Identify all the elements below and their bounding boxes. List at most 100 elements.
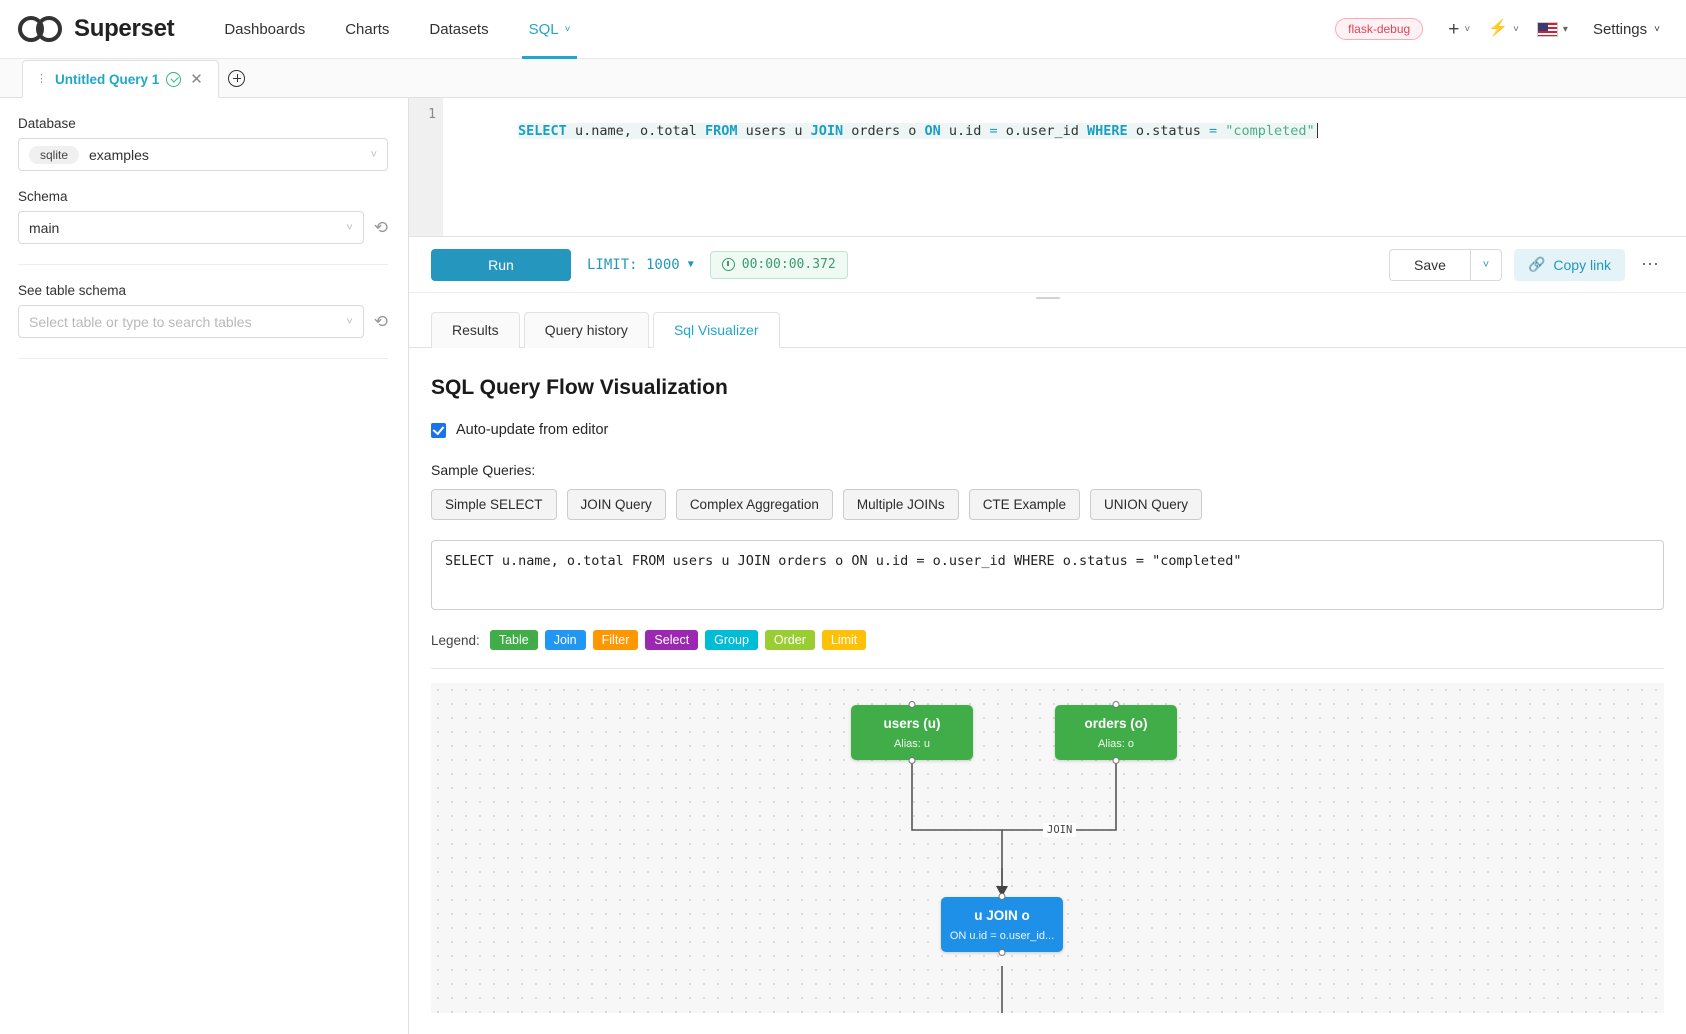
database-label: Database — [18, 116, 76, 131]
edge-label-join: JOIN — [1043, 823, 1077, 837]
flow-node-orders-subtitle: Alias: o — [1097, 737, 1135, 750]
database-engine-pill: sqlite — [29, 145, 80, 164]
node-handle-bottom[interactable] — [908, 756, 916, 764]
chevron-down-icon: ˅ — [1513, 23, 1519, 35]
legend-chip-group: Group — [705, 630, 758, 650]
node-handle-top[interactable] — [1112, 701, 1120, 708]
chevron-down-icon: ˅ — [346, 315, 353, 328]
nav-item-sql[interactable]: SQL ˅ — [509, 0, 591, 59]
legend-chip-join: Join — [544, 630, 586, 650]
nav-item-datasets[interactable]: Datasets — [409, 0, 508, 59]
nav-item-dashboards-label: Dashboards — [224, 20, 306, 38]
schema-select[interactable]: main ˅ — [18, 211, 364, 244]
schema-value: main — [29, 219, 60, 236]
drag-dots-icon[interactable]: ⋮ — [36, 73, 48, 85]
save-dropdown-button[interactable]: ˅ — [1469, 248, 1502, 281]
bolt-menu-button[interactable]: ⚡ ˅ — [1481, 15, 1526, 43]
us-flag-icon — [1536, 21, 1558, 37]
editor-toolbar: Run LIMIT: 1000 ▼ 00:00:00.372 Save ˅ 🔗 … — [409, 237, 1686, 293]
node-handle-top[interactable] — [998, 893, 1006, 900]
legend-chip-order: Order — [764, 630, 815, 650]
node-handle-top[interactable] — [908, 701, 916, 708]
query-timer: 00:00:00.372 — [709, 250, 848, 279]
nav-item-dashboards[interactable]: Dashboards — [204, 0, 325, 59]
settings-menu[interactable]: Settings ˅ — [1579, 21, 1668, 38]
flask-debug-badge: flask-debug — [1335, 18, 1424, 40]
nav-links: Dashboards Charts Datasets SQL ˅ — [204, 0, 590, 59]
nav-item-charts[interactable]: Charts — [325, 0, 409, 59]
flow-canvas[interactable]: JOIN users (u) Alias: u orders (o) Alias… — [431, 683, 1664, 1013]
flow-node-users-subtitle: Alias: u — [893, 737, 931, 750]
editor-line-1: SELECT u.name, o.total FROM users u JOIN… — [518, 123, 1317, 139]
pane-resize-handle[interactable] — [409, 293, 1686, 303]
copy-link-button[interactable]: 🔗 Copy link — [1513, 248, 1625, 281]
editor-code[interactable]: SELECT u.name, o.total FROM users u JOIN… — [443, 98, 1686, 236]
editor-pane: 1 SELECT u.name, o.total FROM users u JO… — [409, 98, 1686, 1034]
sql-input-textarea[interactable] — [431, 540, 1664, 610]
schema-row: main ˅ ⟲ — [18, 211, 388, 244]
sample-button-multiple-joins[interactable]: Multiple JOINs — [842, 489, 959, 520]
flow-node-orders[interactable]: orders (o) Alias: o — [1055, 701, 1177, 764]
legend-chip-table: Table — [489, 630, 538, 650]
caret-down-icon: ▼ — [687, 259, 694, 270]
more-options-icon[interactable]: ⋯ — [1641, 254, 1660, 274]
timer-value: 00:00:00.372 — [741, 257, 836, 272]
save-group: Save ˅ — [1389, 248, 1502, 281]
flow-node-join[interactable]: u JOIN o ON u.id = o.user_id... — [941, 893, 1063, 956]
brand-text: Superset — [74, 15, 175, 42]
refresh-schema-icon[interactable]: ⟲ — [373, 218, 388, 237]
tab-results[interactable]: Results — [431, 312, 520, 348]
sidebar-divider — [18, 264, 388, 265]
editor-gutter: 1 — [409, 98, 443, 236]
tab-query-history-label: Query history — [544, 322, 628, 338]
sample-button-join-query[interactable]: JOIN Query — [566, 489, 666, 520]
limit-label: LIMIT: 1000 — [587, 256, 680, 273]
text-caret — [1316, 123, 1318, 138]
result-tabs: Results Query history Sql Visualizer — [409, 303, 1686, 348]
legend-chip-select: Select — [645, 630, 699, 650]
legend: Legend: Table Join Filter Select Group O… — [431, 630, 1664, 669]
sample-button-union-query[interactable]: UNION Query — [1089, 489, 1202, 520]
table-select[interactable]: Select table or type to search tables ˅ — [18, 305, 364, 338]
query-tab-strip: ⋮ Untitled Query 1 ✕ — [0, 59, 1686, 98]
auto-update-checkbox[interactable] — [431, 422, 446, 438]
auto-update-row: Auto-update from editor — [431, 422, 1664, 438]
limit-dropdown[interactable]: LIMIT: 1000 ▼ — [587, 257, 694, 273]
chevron-down-icon: ˅ — [370, 148, 377, 161]
toolbar-right: Save ˅ 🔗 Copy link ⋯ — [1389, 248, 1664, 281]
chevron-down-icon: ˅ — [1654, 23, 1660, 35]
node-handle-bottom[interactable] — [1112, 756, 1120, 764]
sql-editor[interactable]: 1 SELECT u.name, o.total FROM users u JO… — [409, 98, 1686, 237]
database-select[interactable]: sqlite examples ˅ — [18, 138, 388, 171]
sample-button-complex-aggregation[interactable]: Complex Aggregation — [675, 489, 833, 520]
node-handle-bottom[interactable] — [998, 948, 1006, 956]
legend-label: Legend: — [431, 632, 480, 648]
flow-node-users[interactable]: users (u) Alias: u — [851, 701, 973, 764]
sample-queries-row: Simple SELECT JOIN Query Complex Aggrega… — [431, 489, 1664, 520]
close-icon[interactable]: ✕ — [190, 71, 203, 88]
copy-link-label: Copy link — [1553, 256, 1611, 273]
add-query-tab-button[interactable] — [219, 59, 255, 97]
tab-query-history[interactable]: Query history — [523, 312, 649, 348]
nav-item-charts-label: Charts — [345, 20, 390, 38]
sample-button-simple-select[interactable]: Simple SELECT — [431, 489, 557, 520]
language-selector[interactable]: ▾ — [1530, 16, 1575, 43]
refresh-tables-icon[interactable]: ⟲ — [373, 312, 388, 331]
clock-icon — [721, 258, 735, 271]
nav-item-sql-label: SQL — [528, 20, 559, 38]
link-icon: 🔗 — [1527, 256, 1546, 272]
database-value: examples — [89, 146, 149, 163]
sample-queries-label: Sample Queries: — [431, 462, 536, 478]
sample-button-cte-example[interactable]: CTE Example — [968, 489, 1080, 520]
tab-sql-visualizer[interactable]: Sql Visualizer — [652, 312, 780, 348]
brand-logo[interactable]: Superset — [18, 15, 175, 43]
chevron-down-icon: ˅ — [1464, 23, 1471, 35]
legend-chip-limit: Limit — [821, 630, 867, 650]
table-row: Select table or type to search tables ˅ … — [18, 305, 388, 338]
tab-results-label: Results — [452, 322, 499, 338]
save-button[interactable]: Save — [1389, 248, 1470, 281]
settings-label: Settings — [1592, 20, 1648, 38]
run-button[interactable]: Run — [431, 248, 571, 281]
new-item-button[interactable]: + ˅ — [1441, 14, 1477, 45]
query-tab-untitled-query-1[interactable]: ⋮ Untitled Query 1 ✕ — [22, 60, 219, 98]
